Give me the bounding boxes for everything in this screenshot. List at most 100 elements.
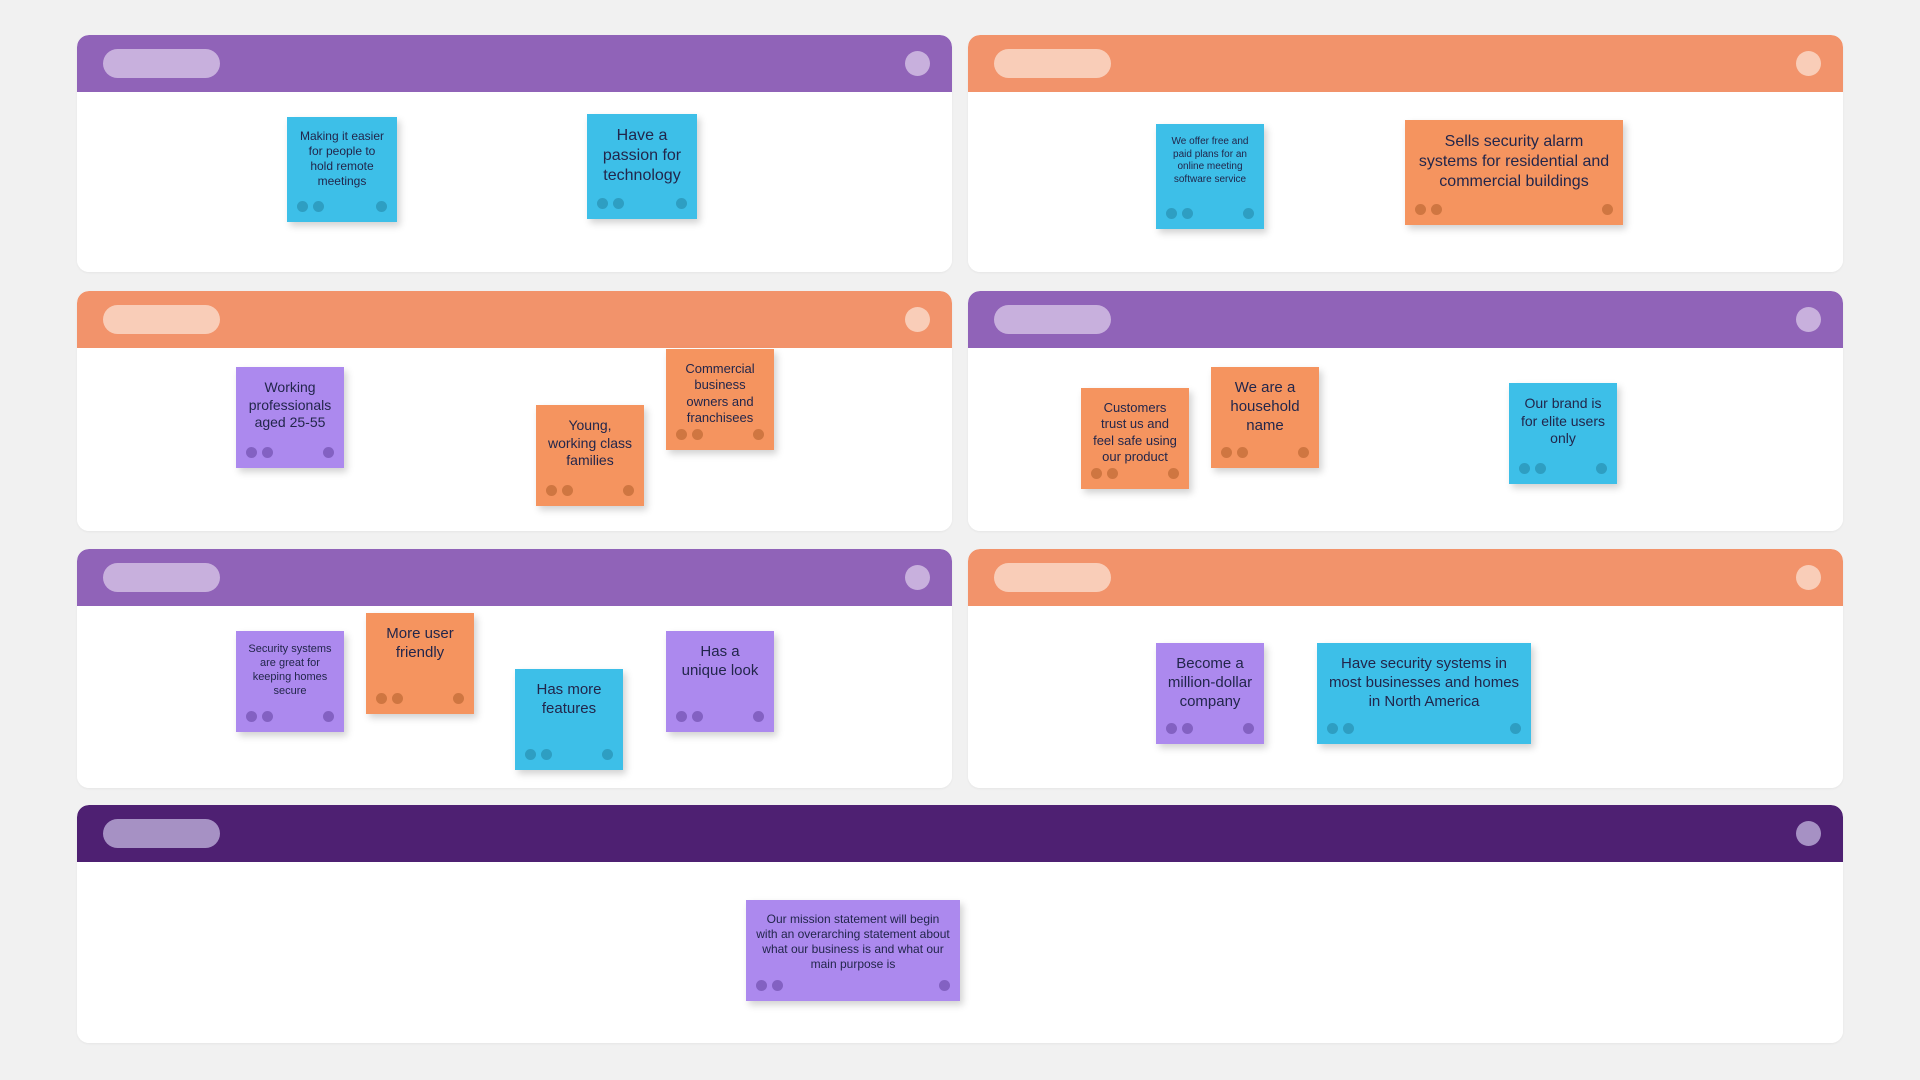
note-dot-icon[interactable] xyxy=(376,201,387,212)
panel-7-menu-dot-icon[interactable] xyxy=(1796,821,1821,846)
panel-1-title-pill[interactable] xyxy=(103,49,220,78)
note-dot-icon[interactable] xyxy=(1221,447,1232,458)
panel-7-header[interactable] xyxy=(77,805,1843,862)
note-dot-icon[interactable] xyxy=(1519,463,1530,474)
panel-5-menu-dot-icon[interactable] xyxy=(905,565,930,590)
panel-2-title-pill[interactable] xyxy=(994,49,1111,78)
panel-3-menu-dot-icon[interactable] xyxy=(905,307,930,332)
panel-6-title-pill[interactable] xyxy=(994,563,1111,592)
note-dot-icon[interactable] xyxy=(1237,447,1248,458)
panel-4-menu-dot-icon[interactable] xyxy=(1796,307,1821,332)
sticky-note[interactable]: Our mission statement will begin with an… xyxy=(746,900,960,1001)
sticky-note[interactable]: Has a unique look xyxy=(666,631,774,732)
note-dot-icon[interactable] xyxy=(676,711,687,722)
note-dot-icon[interactable] xyxy=(546,485,557,496)
note-dot-icon[interactable] xyxy=(323,711,334,722)
note-dot-icon[interactable] xyxy=(1166,208,1177,219)
sticky-note[interactable]: Our brand is for elite users only xyxy=(1509,383,1617,484)
note-dot-icon[interactable] xyxy=(1602,204,1613,215)
panel-5-header[interactable] xyxy=(77,549,952,606)
note-dot-icon[interactable] xyxy=(1243,723,1254,734)
note-dot-icon[interactable] xyxy=(1596,463,1607,474)
panel-2[interactable]: We offer free and paid plans for an onli… xyxy=(968,35,1843,272)
note-dot-icon[interactable] xyxy=(1431,204,1442,215)
note-dot-icon[interactable] xyxy=(376,693,387,704)
panel-1-menu-dot-icon[interactable] xyxy=(905,51,930,76)
sticky-note[interactable]: Commercial business owners and franchise… xyxy=(666,349,774,450)
panel-2-header[interactable] xyxy=(968,35,1843,92)
note-dot-icon[interactable] xyxy=(613,198,624,209)
note-dot-icon[interactable] xyxy=(676,198,687,209)
sticky-note[interactable]: Working professionals aged 25-55 xyxy=(236,367,344,468)
note-dot-icon[interactable] xyxy=(1535,463,1546,474)
panel-4[interactable]: Customers trust us and feel safe using o… xyxy=(968,291,1843,531)
note-dot-icon[interactable] xyxy=(246,447,257,458)
note-dot-icon[interactable] xyxy=(1327,723,1338,734)
note-dot-icon[interactable] xyxy=(262,711,273,722)
panel-3-header[interactable] xyxy=(77,291,952,348)
note-dot-icon[interactable] xyxy=(1182,208,1193,219)
note-dot-icon[interactable] xyxy=(313,201,324,212)
sticky-note-text: We offer free and paid plans for an onli… xyxy=(1171,136,1249,185)
panel-3-title-pill[interactable] xyxy=(103,305,220,334)
note-dot-icon[interactable] xyxy=(692,711,703,722)
panel-5-title-pill[interactable] xyxy=(103,563,220,592)
sticky-note[interactable]: Have security systems in most businesses… xyxy=(1317,643,1531,744)
sticky-note[interactable]: Has more features xyxy=(515,669,623,770)
sticky-note[interactable]: Customers trust us and feel safe using o… xyxy=(1081,388,1189,489)
panel-4-header[interactable] xyxy=(968,291,1843,348)
note-dot-icon[interactable] xyxy=(246,711,257,722)
sticky-note-dots xyxy=(756,980,950,991)
sticky-note[interactable]: Making it easier for people to hold remo… xyxy=(287,117,397,222)
panel-1-header[interactable] xyxy=(77,35,952,92)
note-dot-icon[interactable] xyxy=(541,749,552,760)
sticky-note-dots xyxy=(1519,463,1607,474)
panel-7[interactable]: Our mission statement will begin with an… xyxy=(77,805,1843,1043)
note-dot-icon[interactable] xyxy=(1107,468,1118,479)
panel-6-menu-dot-icon[interactable] xyxy=(1796,565,1821,590)
note-dot-icon[interactable] xyxy=(262,447,273,458)
panel-1[interactable]: Making it easier for people to hold remo… xyxy=(77,35,952,272)
sticky-note[interactable]: We are a household name xyxy=(1211,367,1319,468)
note-dot-icon[interactable] xyxy=(1243,208,1254,219)
note-dot-icon[interactable] xyxy=(323,447,334,458)
panel-6[interactable]: Become a million-dollar company Have sec… xyxy=(968,549,1843,788)
sticky-note[interactable]: More user friendly xyxy=(366,613,474,714)
note-dot-icon[interactable] xyxy=(297,201,308,212)
panel-2-menu-dot-icon[interactable] xyxy=(1796,51,1821,76)
note-dot-icon[interactable] xyxy=(602,749,613,760)
panel-7-title-pill[interactable] xyxy=(103,819,220,848)
note-dot-icon[interactable] xyxy=(676,429,687,440)
note-dot-icon[interactable] xyxy=(1343,723,1354,734)
sticky-note[interactable]: We offer free and paid plans for an onli… xyxy=(1156,124,1264,229)
sticky-note[interactable]: Sells security alarm systems for residen… xyxy=(1405,120,1623,225)
sticky-note[interactable]: Security systems are great for keeping h… xyxy=(236,631,344,732)
note-dot-icon[interactable] xyxy=(1415,204,1426,215)
sticky-note[interactable]: Young, working class families xyxy=(536,405,644,506)
note-dot-icon[interactable] xyxy=(1298,447,1309,458)
sticky-note[interactable]: Become a million-dollar company xyxy=(1156,643,1264,744)
panel-5[interactable]: Security systems are great for keeping h… xyxy=(77,549,952,788)
panel-4-title-pill[interactable] xyxy=(994,305,1111,334)
sticky-note-dots xyxy=(246,447,334,458)
note-dot-icon[interactable] xyxy=(692,429,703,440)
note-dot-icon[interactable] xyxy=(1168,468,1179,479)
panel-6-header[interactable] xyxy=(968,549,1843,606)
note-dot-icon[interactable] xyxy=(453,693,464,704)
note-dot-icon[interactable] xyxy=(939,980,950,991)
note-dot-icon[interactable] xyxy=(562,485,573,496)
note-dot-icon[interactable] xyxy=(1510,723,1521,734)
sticky-note[interactable]: Have a passion for technology xyxy=(587,114,697,219)
note-dot-icon[interactable] xyxy=(1182,723,1193,734)
note-dot-icon[interactable] xyxy=(392,693,403,704)
note-dot-icon[interactable] xyxy=(756,980,767,991)
note-dot-icon[interactable] xyxy=(1091,468,1102,479)
panel-3[interactable]: Working professionals aged 25-55 Young, … xyxy=(77,291,952,531)
note-dot-icon[interactable] xyxy=(753,711,764,722)
note-dot-icon[interactable] xyxy=(623,485,634,496)
note-dot-icon[interactable] xyxy=(753,429,764,440)
note-dot-icon[interactable] xyxy=(525,749,536,760)
note-dot-icon[interactable] xyxy=(1166,723,1177,734)
note-dot-icon[interactable] xyxy=(597,198,608,209)
note-dot-icon[interactable] xyxy=(772,980,783,991)
